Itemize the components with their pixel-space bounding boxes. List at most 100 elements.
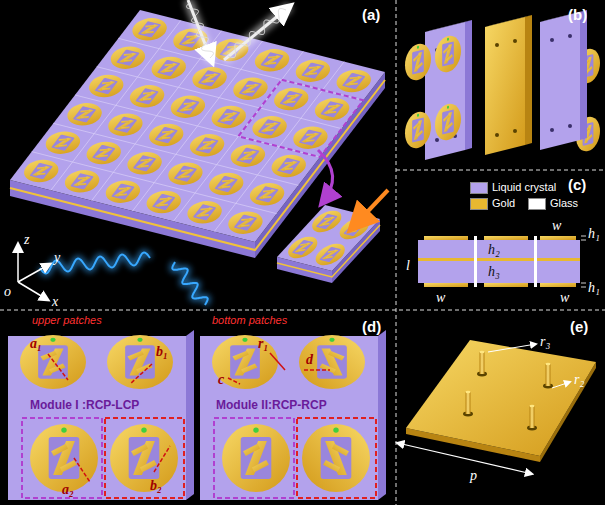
marker-dot (447, 38, 449, 41)
plate-side (580, 10, 587, 140)
patch-slot (241, 437, 272, 479)
patch-bar (258, 188, 276, 201)
patch-arm (264, 121, 274, 127)
radius-line (270, 353, 285, 370)
patch-disc (110, 424, 178, 492)
patch-arm (79, 108, 89, 114)
patch-slot (116, 49, 140, 66)
patch-arm (243, 444, 260, 456)
via-hole (550, 38, 554, 42)
patch-disc (186, 64, 233, 93)
patch-arm (99, 153, 109, 159)
patch-disc (435, 101, 461, 144)
gold-patch (299, 335, 365, 389)
dashed-group (105, 418, 184, 498)
panel-label: (d) (362, 318, 381, 335)
gold-patch (302, 424, 370, 492)
dimension-label: c (218, 372, 224, 388)
patch-slot (320, 101, 344, 118)
patch-slot (279, 91, 303, 108)
patch-slot (73, 106, 97, 123)
patch-arm (180, 174, 190, 180)
patch-disc (212, 335, 278, 389)
patch-disc (225, 141, 271, 170)
patch-arm (120, 125, 130, 131)
gold-patch (143, 121, 190, 150)
gold-patch (83, 72, 130, 101)
patch-slot (29, 163, 53, 180)
patch-slot (174, 165, 198, 182)
dimension-arrow (402, 444, 532, 474)
dimension-line (130, 364, 152, 384)
patch-disc (126, 15, 172, 44)
dimension-label: w (552, 218, 561, 234)
gold-patch (405, 41, 431, 84)
patch-slot (133, 155, 157, 172)
patch-slot (321, 437, 352, 479)
marker-dot (242, 338, 247, 342)
patch-arm (204, 79, 214, 85)
axis-label: o (4, 284, 11, 300)
patch-arm (36, 171, 46, 177)
patch-slot (234, 214, 258, 231)
patch-arm (323, 460, 340, 472)
patch-bar (32, 164, 50, 177)
dimension-label: b₂ (150, 478, 162, 494)
patch-arm (120, 119, 130, 125)
patch-slot (193, 204, 217, 221)
patch-slot (217, 109, 241, 126)
patch-bar (160, 61, 178, 74)
dimension-label: h₁ (588, 226, 600, 242)
dimension-label: r₁ (258, 336, 268, 352)
patch-disc (405, 109, 431, 152)
patch-arm (101, 86, 111, 92)
patch-slot (135, 88, 159, 105)
axis-z (17, 244, 19, 282)
patch-slot (319, 247, 341, 262)
patch-disc (184, 131, 231, 160)
patch-arm (77, 175, 87, 181)
legend-swatch (470, 182, 488, 194)
dashed-group (22, 418, 102, 498)
panel-label: (c) (568, 176, 586, 193)
patch-arm (123, 58, 133, 64)
upper-lc-layer (418, 240, 580, 258)
patch-disc (302, 424, 370, 492)
patch-slot (277, 158, 301, 175)
patch-slot (260, 52, 284, 69)
gold-patch (18, 157, 65, 186)
patch-arm (264, 128, 274, 134)
patch-slot (239, 80, 263, 97)
panel-label: (b) (568, 6, 587, 23)
patch-arm (79, 115, 89, 121)
dimension-label: a₂ (62, 482, 74, 498)
patch-arm (144, 30, 154, 36)
patch-disc (266, 152, 313, 181)
patch-arm (118, 192, 128, 198)
patch-arm (413, 122, 420, 130)
leader-line (488, 344, 536, 352)
patch-bar (179, 100, 197, 113)
gold-patch (290, 56, 337, 85)
patch-bar (114, 185, 132, 198)
patch-arm (36, 165, 46, 171)
plate-side (525, 15, 532, 145)
gold-patch (227, 74, 274, 103)
patch-arm (308, 71, 318, 77)
legend-text: Liquid crystal (492, 181, 556, 193)
patch-arm (587, 134, 593, 142)
patch-slot (236, 147, 260, 164)
selected-region (238, 80, 363, 157)
glass-via (534, 236, 537, 287)
patch-arm (142, 97, 152, 103)
via-hole (513, 129, 517, 133)
patch-arm (159, 202, 169, 208)
dimension-label: r₃ (540, 334, 550, 350)
patch-arm (413, 54, 420, 62)
patch-disc (18, 157, 65, 186)
patch-arm (446, 122, 453, 130)
divider (0, 310, 605, 311)
marker-dot (141, 427, 146, 432)
patch-disc (40, 128, 87, 157)
patch-slot (442, 41, 454, 66)
